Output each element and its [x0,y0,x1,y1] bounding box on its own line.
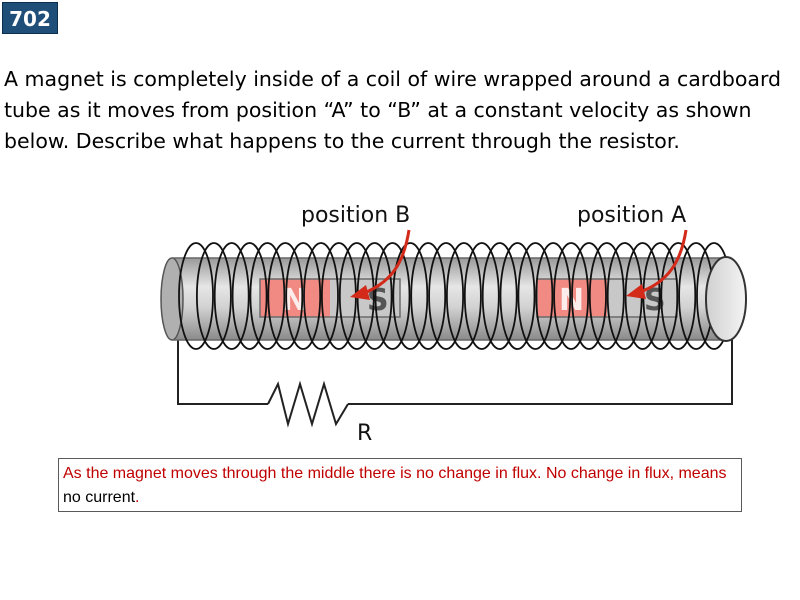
answer-box: As the magnet moves through the middle t… [58,458,742,512]
coil-loop [553,242,589,350]
resistor-label: R [357,421,372,446]
coil-loop [392,242,429,350]
coil-loop [249,242,286,350]
coil-loop [445,242,482,350]
coil-loop [463,242,500,350]
coil-loop [267,242,304,350]
coil-loop [231,242,268,350]
position-a-label: position A [577,203,686,228]
magnet-b-south-label: S [367,283,389,318]
coil-loop [428,242,465,350]
coil-loop [178,242,214,350]
answer-highlight: no current [63,489,136,506]
coil-loop [195,242,232,350]
arrow-position-a [626,229,688,299]
coil-loop [303,242,339,350]
slide-number-badge: 702 [2,2,58,34]
coil-loop [499,242,536,350]
coil-loop [660,242,697,350]
wire-coil [178,242,732,350]
coil-loop [588,242,625,350]
answer-text-end: . [135,489,140,506]
coil-loop [535,242,572,350]
coil-loop [213,242,250,350]
coil-loop [410,242,447,350]
coil-loop [571,242,607,350]
question-text: A magnet is completely inside of a coil … [4,67,782,153]
coil-loop [285,242,322,350]
tube-end [705,256,747,342]
coil-loop [338,242,375,350]
coil-loop [517,242,554,350]
answer-text-1: As the magnet moves through the middle t… [63,465,727,482]
resistor [267,380,349,428]
coil-loop [624,242,661,350]
arrow-position-b [350,229,411,300]
position-b-label: position B [301,203,410,228]
circuit-wire [177,334,733,405]
coil-loop [374,242,411,350]
coil-loop [481,242,518,350]
